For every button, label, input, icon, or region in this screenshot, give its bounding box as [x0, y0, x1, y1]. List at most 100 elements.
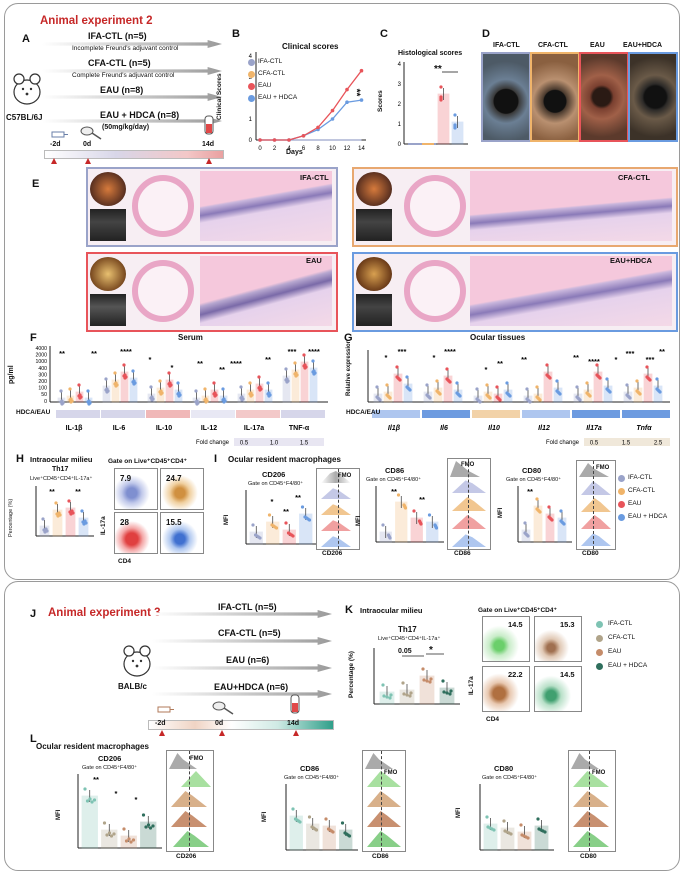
flow-value-eau: 28 — [120, 518, 129, 527]
k-3-point — [448, 692, 452, 696]
g-4-2-point — [595, 363, 599, 367]
i-legend-hdca: EAU + HDCA — [628, 513, 668, 520]
g-2-2-point — [495, 385, 499, 389]
f-2-3-point — [177, 391, 181, 395]
panel-d-label-1: IFA-CTL — [493, 42, 520, 49]
k-2-point — [429, 677, 433, 681]
flow-plots-k: 14.5 15.3 22.2 14.5 — [482, 616, 582, 712]
panel-k-title: Intraocular milieu — [360, 606, 423, 615]
g-1-0-point — [425, 393, 429, 397]
panel-l-cd86-gate: Gate on CD45⁺F4/80⁺ — [284, 775, 340, 781]
exp3-group-1: IFA-CTL (n=5) — [218, 602, 277, 612]
l-cd80-histogram — [568, 750, 616, 852]
histology-eau — [86, 252, 338, 332]
f-0-3-point — [86, 389, 90, 393]
category-label: IL-6 — [113, 425, 126, 432]
eau-bar — [437, 93, 450, 145]
panel-d-label-4: EAU+HDCA — [623, 42, 663, 49]
k-0-point — [389, 693, 393, 697]
heatmap-cell — [191, 410, 235, 418]
h-1-point — [54, 501, 58, 505]
panel-k-gate: Live⁺CD45⁺CD4⁺IL-17a⁺ — [378, 636, 441, 642]
f-3-3-point — [222, 397, 226, 401]
histology-hdca — [352, 252, 678, 332]
g-4-0-point — [575, 385, 579, 389]
exp3-timeline-bar — [148, 720, 334, 730]
exp3-timeline-markers — [159, 730, 299, 736]
exp3-arrow-2 — [152, 637, 332, 645]
cd206-histogram — [316, 468, 360, 550]
chartL2-2-point — [326, 827, 331, 831]
g-0-2-point — [395, 365, 399, 369]
y-tick-label: 0 — [398, 142, 402, 148]
y-tick-label: 0 — [249, 138, 253, 144]
f-4-3-point — [267, 391, 271, 395]
exp2-group-2-note: Complete Freund's adjuvant control — [72, 72, 175, 79]
i-legend-hdca-dot — [618, 514, 625, 521]
k-2-point — [421, 667, 425, 671]
sig-label: **** — [588, 357, 600, 366]
f-5-1-point — [293, 361, 297, 365]
sig-label: ** — [573, 353, 579, 362]
chartL1-2-point — [129, 840, 133, 844]
exp2-group-2: CFA-CTL (n=5) — [88, 58, 151, 68]
f-4-0-point — [240, 395, 244, 399]
panel-letter-l: L — [30, 733, 37, 745]
panel-d-label-3: EAU — [590, 42, 605, 49]
l-cd206-axis: CD206 — [176, 853, 197, 860]
flow-value-cfa: 24.7 — [166, 474, 182, 483]
y-tick-label: 50 — [41, 392, 47, 398]
l-cd206-fmo: FMO — [190, 756, 204, 762]
panel-b-sig: ** — [350, 88, 362, 97]
f-5-1-point — [294, 371, 298, 375]
panel-l-cd206-gate: Gate on CD45⁺F4/80⁺ — [82, 765, 138, 771]
g-5-3-point — [655, 387, 659, 391]
f-2-1-point — [158, 379, 162, 383]
heatmap-cell — [236, 410, 280, 418]
cd86-fmo: FMO — [461, 462, 475, 468]
chartL1-3-point — [144, 825, 148, 829]
panel-l-cd80-ylabel: MFI — [456, 807, 462, 818]
y-tick-label: 2000 — [35, 353, 47, 359]
g-3-1-point — [535, 395, 539, 399]
y-tick-label: 200 — [38, 379, 47, 385]
x-tick-label: 4 — [287, 146, 291, 152]
legend-eau-dot — [248, 83, 255, 90]
sig-label: *** — [288, 347, 297, 356]
panel-letter-f: F — [30, 332, 37, 344]
histology-hdca-label: EAU+HDCA — [610, 256, 652, 265]
flow-value-hdca: 15.5 — [166, 518, 182, 527]
hdca-point — [453, 123, 457, 127]
chartL2-3-point — [340, 821, 345, 825]
f-3-1-point — [203, 387, 207, 391]
panel-i-cd86-ylabel: MFI — [356, 515, 362, 526]
panel-k-yaxis: IL-17a — [468, 676, 475, 695]
chartL1-1-point — [109, 834, 114, 838]
f-3-1-point — [204, 397, 208, 401]
f-1-2-point — [122, 363, 126, 367]
chartL1-0-point — [85, 799, 90, 803]
cd86-axis: CD86 — [454, 550, 471, 557]
flow-k-ifa — [482, 616, 530, 662]
fold-scale — [584, 438, 670, 446]
heatmap-cell — [622, 410, 670, 418]
exp3-arrow-3 — [152, 664, 332, 672]
panel-b-title: Clinical scores — [282, 42, 339, 51]
sig-label: ** — [527, 487, 533, 496]
k-legend-cfa: CFA-CTL — [608, 634, 636, 641]
g-1-2-point — [445, 377, 449, 381]
f-0-1-point — [68, 387, 72, 391]
chartI1-1-point — [267, 513, 272, 517]
chartI2-0-point — [386, 533, 391, 537]
category-label: Il12 — [538, 425, 550, 432]
tube-icon-2 — [290, 694, 300, 714]
chartI3-2-point — [547, 505, 551, 509]
i-legend-cfa: CFA-CTL — [628, 487, 656, 494]
sig-label: **** — [444, 347, 456, 356]
g-0-2-point — [395, 375, 399, 379]
g-5-1-point — [635, 379, 639, 383]
f-0-0-point — [59, 389, 63, 393]
category-label: Il10 — [488, 425, 500, 432]
y-tick-label: 2 — [398, 102, 402, 108]
i-legend-eau-dot — [618, 501, 625, 508]
